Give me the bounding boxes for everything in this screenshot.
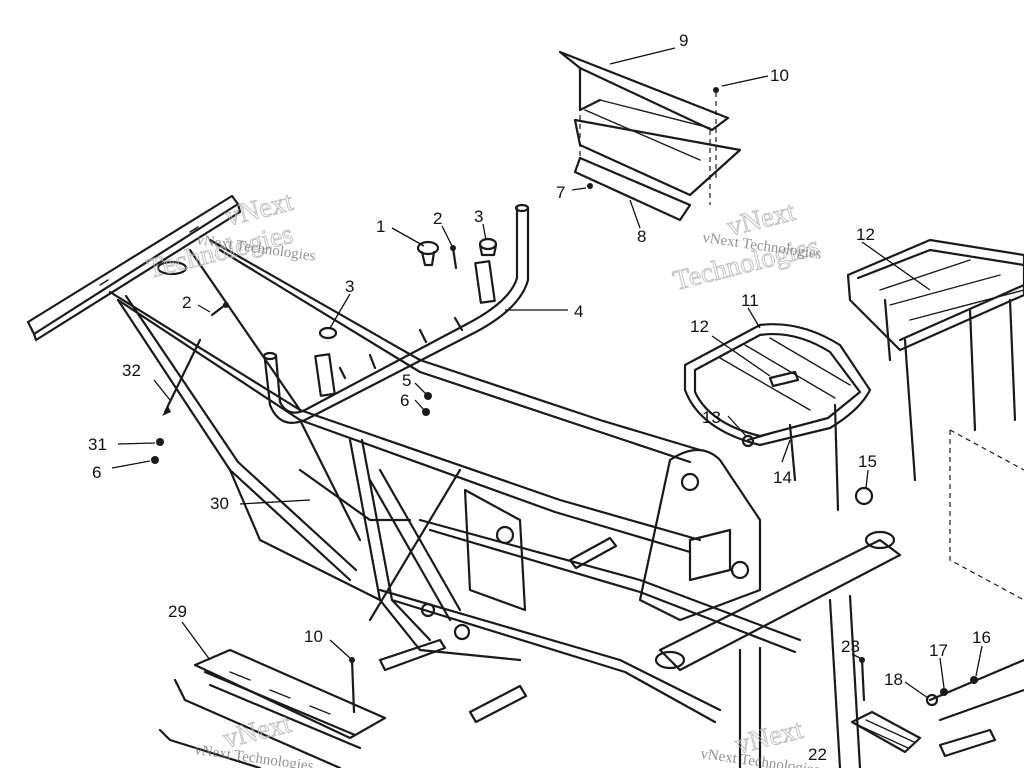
rear-rack-lower <box>683 323 872 512</box>
callout-30: 30 <box>210 494 229 513</box>
callout-11: 11 <box>741 291 759 310</box>
callout-5: 5 <box>402 371 411 390</box>
callout-22: 22 <box>808 745 827 764</box>
upper-tube-assembly <box>262 203 530 424</box>
callout-12: 12 <box>690 317 709 336</box>
callout-15: 15 <box>858 452 877 471</box>
callout-29: 29 <box>168 602 187 621</box>
callout-6: 6 <box>400 391 409 410</box>
rear-rack-upper <box>846 238 1024 482</box>
callout-3: 3 <box>345 277 354 296</box>
callout-32: 32 <box>122 361 141 380</box>
callout-23: 23 <box>841 637 860 656</box>
callout-3: 3 <box>474 207 483 226</box>
seat-bracket <box>558 50 742 222</box>
rear-mount-block <box>638 429 1024 768</box>
callout-4: 4 <box>574 302 583 321</box>
callout-2: 2 <box>182 293 191 312</box>
callout-10: 10 <box>304 627 323 646</box>
callout-31: 31 <box>88 435 107 454</box>
callout-17: 17 <box>929 641 948 660</box>
callout-2: 2 <box>433 209 442 228</box>
watermarks: vNext Technologies vNext Technologies vN… <box>144 186 823 768</box>
callout-9: 9 <box>679 31 688 50</box>
callout-6: 6 <box>92 463 101 482</box>
callout-13: 13 <box>702 408 721 427</box>
callout-8: 8 <box>637 227 646 246</box>
callout-16: 16 <box>972 628 991 647</box>
footrest-left <box>158 648 387 768</box>
hardware <box>151 87 978 714</box>
callout-10: 10 <box>770 66 789 85</box>
callout-7: 7 <box>556 183 565 202</box>
callouts: 1 2 3 3 4 2 32 31 6 30 5 6 9 10 7 8 11 1… <box>88 31 991 764</box>
footrest-right <box>850 658 1024 758</box>
callout-14: 14 <box>773 468 792 487</box>
main-frame <box>108 238 802 724</box>
callout-12: 12 <box>856 225 875 244</box>
leader-lines <box>111 47 983 699</box>
front-bumper <box>26 194 242 342</box>
callout-18: 18 <box>884 670 903 689</box>
callout-1: 1 <box>376 217 385 236</box>
